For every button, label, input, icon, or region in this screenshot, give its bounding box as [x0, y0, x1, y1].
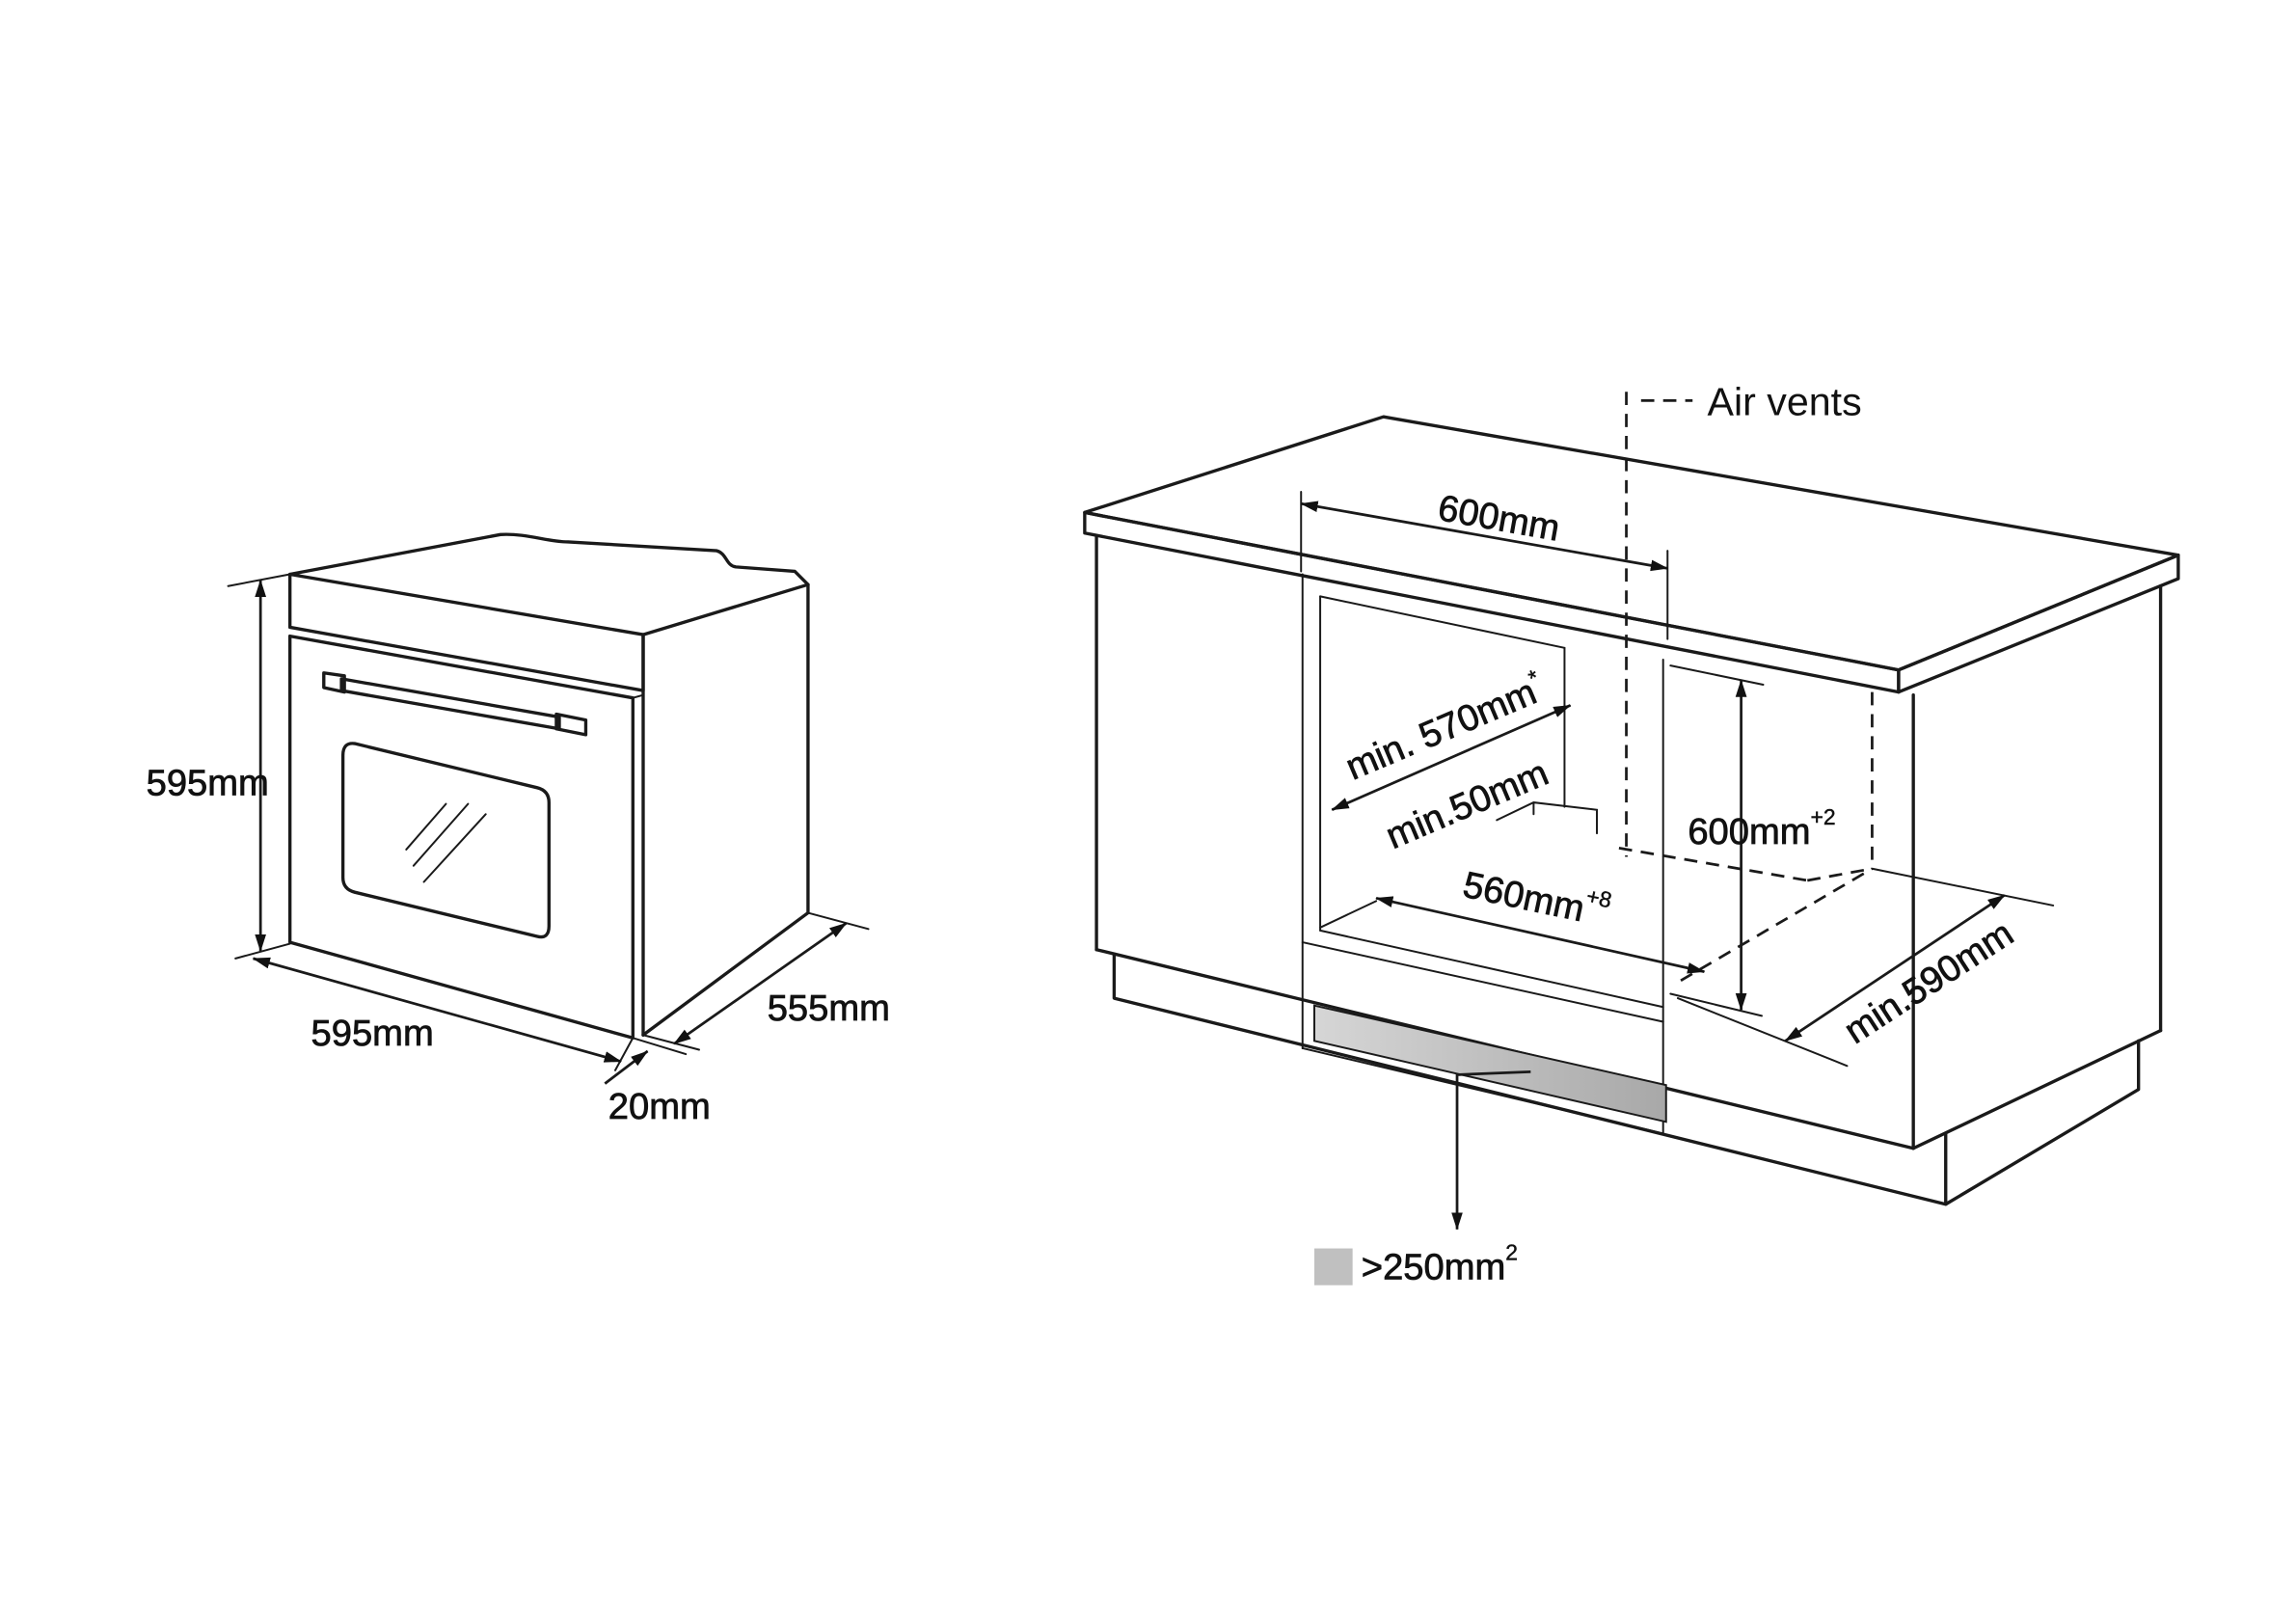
reflection-line-1 [405, 802, 447, 851]
oven-height-label: 595mm [147, 762, 269, 803]
oven-drawing [287, 532, 810, 1040]
niche-height-extension-bottom [1669, 992, 1763, 1017]
min-depth-dimension-line [1331, 704, 1572, 811]
vent-area-label-sup: 2 [1505, 1240, 1518, 1265]
door-thickness-leader [604, 1049, 649, 1085]
handle-cap-right [554, 712, 588, 737]
air-vents-label: Air vents [1707, 380, 1861, 424]
cabinet-dimensions [1300, 399, 2055, 1231]
niche-height-label-sup: +2 [1811, 804, 1836, 829]
handle-bar [339, 677, 561, 731]
top-width-label: 600mm [1435, 487, 1563, 549]
cabinet-depth-dimension-line [1784, 894, 2006, 1042]
cabinet-depth-extension-back [1871, 867, 2055, 907]
width-extension-right [613, 1037, 635, 1071]
countertop-side-face [1897, 553, 2180, 694]
niche-width-label-sup: +8 [1584, 883, 1614, 913]
vent-area-leader [1451, 1070, 1531, 1231]
vent-area-label-text: >250mm [1362, 1247, 1505, 1288]
oven-control-panel [287, 572, 645, 692]
bottom-vent-opening [1312, 1004, 1667, 1123]
niche-height-extension-top [1669, 664, 1765, 686]
door-extension-line [632, 1037, 688, 1056]
hidden-floor-diagonal [1680, 867, 1874, 982]
oven-niche [1301, 573, 1667, 1135]
vent-area-label: >250mm2 [1362, 1240, 1518, 1288]
oven-window [340, 742, 551, 939]
niche-floor-left [1319, 900, 1378, 929]
depth-extension-front [641, 1034, 700, 1051]
niche-bottom-edge [1301, 1046, 1664, 1135]
countertop-front-face [1083, 510, 1901, 694]
top-width-dimension-line [1300, 501, 1669, 572]
hidden-floor-back [1618, 847, 1808, 882]
depth-dimension-line [673, 922, 848, 1045]
niche-width-dimension-line [1375, 896, 1706, 974]
reflection-line-2 [412, 802, 470, 867]
cabinet-side-bottom-edge [1911, 1028, 2163, 1150]
niche-floor-lower [1301, 941, 1664, 1023]
cabinet-depth-extension-front [1676, 997, 1849, 1068]
niche-width-label: 560mm+8 [1460, 857, 1614, 935]
cabinet-depth-label: min.590mm [1837, 912, 2021, 1052]
niche-inner-top [1319, 595, 1566, 649]
hidden-floor-corner [1807, 867, 1873, 882]
oven-handle [322, 671, 588, 737]
cabinet-drawing [1083, 392, 2180, 1206]
height-extension-top [227, 573, 291, 587]
niche-height-label: 600mm+2 [1688, 804, 1835, 853]
reflection-line-3 [422, 813, 487, 883]
oven-door-label: 20mm [608, 1086, 711, 1127]
handle-cap-left [322, 671, 346, 694]
width-dimension-line [252, 957, 622, 1064]
oven-dimensions [227, 573, 870, 1085]
oven-top-surface [287, 532, 810, 636]
vent-area-legend-swatch [1313, 1248, 1353, 1286]
oven-door-top-thickness [632, 693, 644, 699]
niche-height-label-text: 600mm [1688, 811, 1810, 853]
depth-extension-back [806, 911, 870, 931]
height-extension-bottom [234, 942, 291, 960]
glass-reflection [405, 802, 487, 883]
niche-floor-front [1319, 929, 1664, 1009]
oven-depth-label: 555mm [768, 988, 890, 1029]
oven-width-label: 595mm [311, 1013, 434, 1054]
